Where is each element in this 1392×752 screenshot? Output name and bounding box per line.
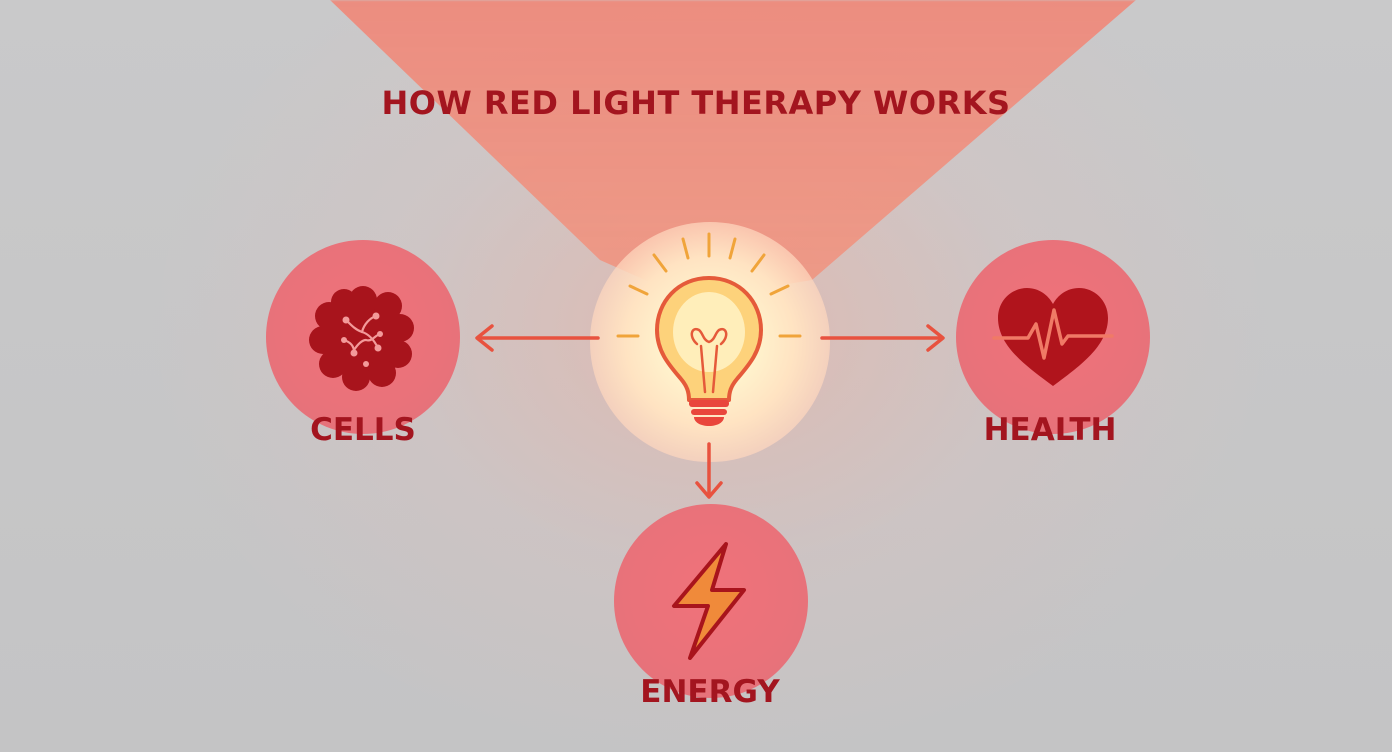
diagram-title: HOW RED LIGHT THERAPY WORKS: [381, 84, 1011, 122]
bulb-glow: [590, 222, 830, 462]
energy-node: [614, 504, 808, 698]
energy-label: ENERGY: [640, 674, 780, 710]
cell-icon: [309, 286, 414, 391]
lightning-bolt-icon: [672, 542, 746, 660]
heart-pulse-icon: [992, 288, 1114, 386]
health-label: HEALTH: [983, 412, 1117, 448]
cells-node: [266, 240, 460, 434]
arrow-to-health: [820, 324, 945, 352]
health-node: [956, 240, 1150, 434]
cells-label: CELLS: [310, 412, 416, 448]
arrow-to-cells: [475, 324, 600, 352]
